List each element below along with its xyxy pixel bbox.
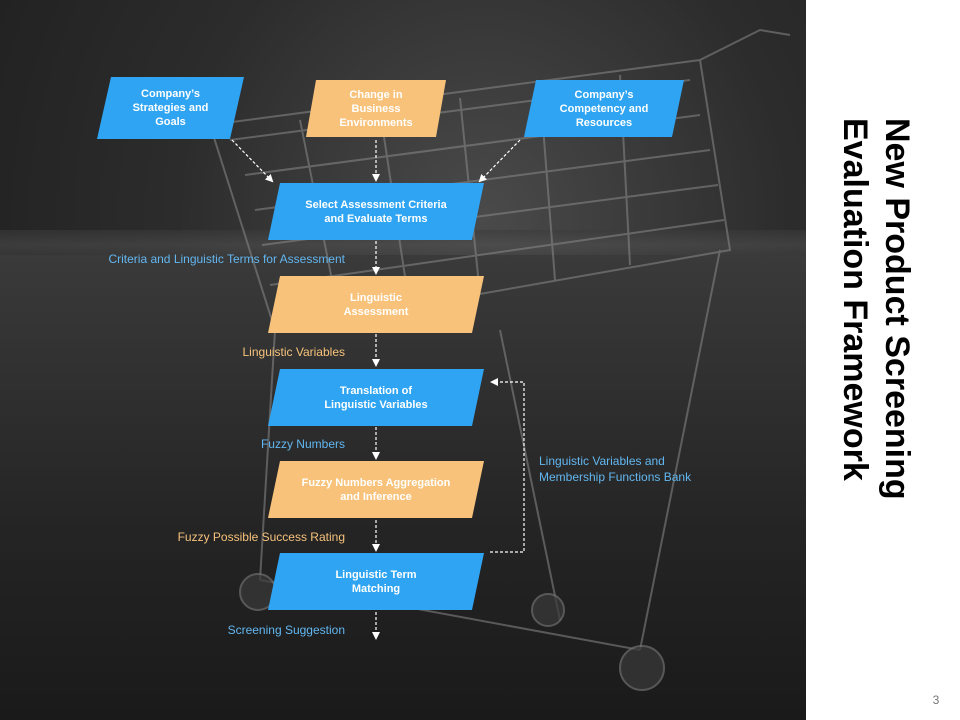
flow-connectors: [231, 139, 525, 640]
box-translation: Translation of Linguistic Variables: [268, 369, 484, 426]
box-linguistic-assessment: Linguistic Assessment: [268, 276, 484, 333]
label-membership-bank: Linguistic Variables and Membership Func…: [539, 454, 692, 484]
box-fuzzy-aggregation: Fuzzy Numbers Aggregation and Inference: [268, 461, 484, 518]
box-company-competency: Company’s Competency and Resources: [524, 80, 684, 137]
box-company-strategies: Company’s Strategies and Goals: [97, 77, 244, 139]
label-linguistic-variables: Linguistic Variables: [242, 345, 346, 359]
slide-title: New Product Screening Evaluation Framewo…: [836, 118, 918, 608]
box-term-matching: Linguistic Term Matching: [268, 553, 484, 610]
box-select-criteria: Select Assessment Criteria and Evaluate …: [268, 183, 484, 240]
slide-title-text: New Product Screening Evaluation Framewo…: [836, 118, 916, 500]
feedback-bank-to-translation: [490, 378, 525, 553]
label-fuzzy-rating: Fuzzy Possible Success Rating: [177, 530, 345, 544]
label-fuzzy-numbers: Fuzzy Numbers: [260, 437, 345, 451]
page-number: 3: [932, 693, 940, 707]
arrow-competency-to-select: [478, 139, 521, 183]
label-criteria-terms: Criteria and Linguistic Terms for Assess…: [108, 252, 345, 266]
box-change-environments: Change in Business Environments: [306, 80, 446, 137]
arrow-strategies-to-select: [231, 139, 274, 183]
label-screening-suggestion: Screening Suggestion: [227, 623, 345, 637]
